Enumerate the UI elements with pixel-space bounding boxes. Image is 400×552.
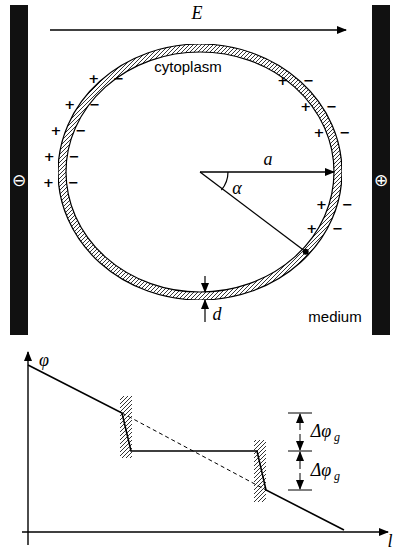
tick bbox=[288, 490, 312, 491]
dimension-arrow bbox=[300, 414, 301, 430]
charge-sign: − bbox=[89, 98, 100, 111]
dimension-arrow bbox=[300, 473, 301, 489]
membrane-band bbox=[254, 440, 266, 502]
region-label: medium bbox=[308, 309, 361, 324]
charge-sign: − bbox=[303, 74, 314, 87]
field-arrow bbox=[50, 29, 346, 30]
charge-sign: + bbox=[277, 74, 288, 87]
charge-sign: + bbox=[44, 150, 55, 163]
charge-sign: − bbox=[339, 126, 350, 139]
thickness-arrow bbox=[204, 276, 205, 292]
charge-sign: − bbox=[326, 100, 337, 113]
field-label: E bbox=[192, 4, 203, 22]
x-axis bbox=[22, 531, 388, 532]
radius-line bbox=[200, 172, 306, 252]
charge-sign: + bbox=[313, 126, 324, 139]
potential-curve bbox=[28, 365, 344, 530]
thickness-arrow bbox=[204, 300, 205, 322]
axis-label: φ bbox=[39, 351, 49, 369]
angle-arc bbox=[221, 172, 228, 190]
charge-sign: − bbox=[75, 124, 86, 137]
dimension-arrow bbox=[300, 452, 301, 469]
electrode-bar: ⊕ bbox=[372, 5, 390, 335]
charge-sign: + bbox=[316, 198, 327, 211]
electrode-bar: ⊖ bbox=[10, 5, 28, 335]
radius-label: a bbox=[264, 150, 273, 168]
charge-sign: − bbox=[68, 176, 79, 189]
charge-sign: − bbox=[113, 72, 124, 85]
tick bbox=[288, 451, 312, 452]
y-axis bbox=[27, 352, 28, 545]
charge-sign: + bbox=[43, 176, 54, 189]
charge-sign: + bbox=[300, 100, 311, 113]
potential-label: Δφ bbox=[311, 422, 332, 440]
dimension-arrow bbox=[300, 434, 301, 450]
charge-sign: + bbox=[64, 98, 75, 111]
polarity-symbol: ⊕ bbox=[374, 172, 388, 189]
charge-sign: − bbox=[332, 222, 343, 235]
charge-sign: − bbox=[342, 198, 353, 211]
subscript: g bbox=[334, 470, 340, 482]
thickness-label: d bbox=[213, 305, 222, 323]
tick bbox=[288, 413, 312, 414]
axis-label: l bbox=[387, 532, 392, 550]
charge-sign: + bbox=[88, 72, 99, 85]
charge-sign: + bbox=[50, 124, 61, 137]
membrane-ring bbox=[58, 44, 342, 300]
charge-sign: + bbox=[306, 222, 317, 235]
potential-label: Δφ bbox=[311, 461, 332, 479]
undisturbed-potential bbox=[122, 413, 266, 490]
radius-line bbox=[200, 171, 334, 172]
charge-sign: − bbox=[69, 150, 80, 163]
region-label: cytoplasm bbox=[154, 59, 222, 74]
subscript: g bbox=[334, 431, 340, 443]
polarity-symbol: ⊖ bbox=[12, 172, 26, 189]
angle-label: α bbox=[232, 179, 241, 197]
cell-outline: cytoplasm bbox=[58, 44, 342, 300]
